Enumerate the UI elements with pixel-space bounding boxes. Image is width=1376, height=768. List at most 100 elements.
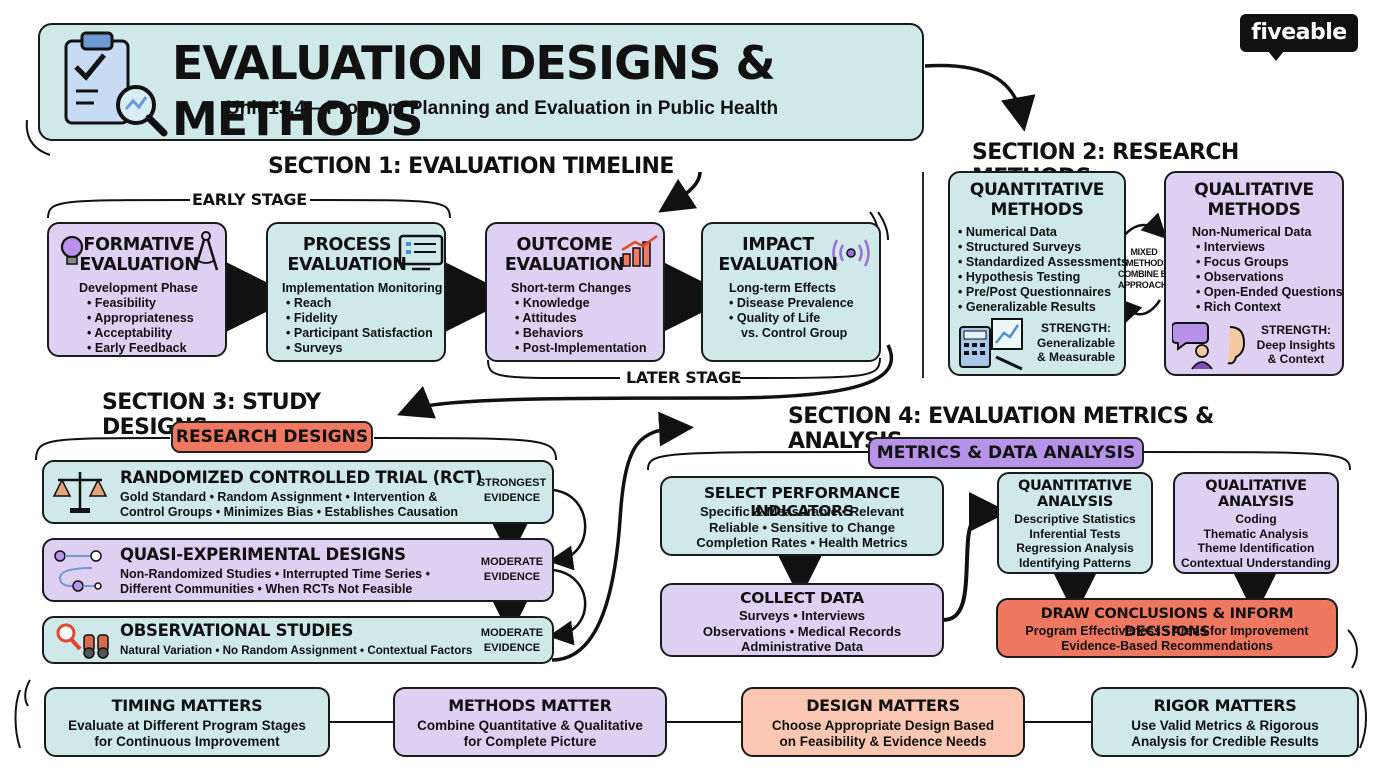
list-item: Fidelity [286, 311, 447, 326]
qualitative-analysis-card: QUALITATIVE ANALYSIS Coding Thematic Ana… [1173, 472, 1339, 574]
list-item: Theme Identification [1197, 541, 1315, 555]
footer-methods-matter: METHODS MATTER Combine Quantitative & Qu… [393, 687, 667, 757]
list-item: Hypothesis Testing [958, 270, 1130, 285]
design-quasi-title: QUASI-EXPERIMENTAL DESIGNS [120, 545, 406, 564]
section3-bracket [35, 437, 557, 461]
section4-bracket [647, 451, 1351, 471]
stage-formative-title-2: EVALUATION [79, 255, 199, 275]
stage-formative-title-1: FORMATIVE [83, 235, 195, 255]
qual-strength-label: STRENGTH: [1261, 323, 1331, 337]
design-observational-evidence-1: MODERATE [480, 627, 544, 639]
footer-methods-line-1: Combine Quantitative & Qualitative [417, 718, 643, 733]
qual-methods-lead: Non-Numerical Data [1192, 225, 1312, 239]
footer-methods-line-2: for Complete Picture [463, 734, 597, 749]
draw-conclusions-card: DRAW CONCLUSIONS & INFORM DECISIONS Prog… [996, 598, 1338, 658]
quant-analysis-title-1: QUANTITATIVE [1018, 478, 1132, 494]
design-rct-evidence-2: EVIDENCE [483, 492, 541, 504]
list-item: Open-Ended Questions [1196, 285, 1347, 300]
list-item: Focus Groups [1196, 255, 1347, 270]
list-item: Disease Prevalence [729, 296, 879, 311]
quantitative-analysis-card: QUANTITATIVE ANALYSIS Descriptive Statis… [997, 472, 1153, 574]
list-item: Rich Context [1196, 300, 1347, 315]
list-item: Surveys [286, 341, 447, 356]
stage-formative: FORMATIVE EVALUATION Development Phase F… [47, 222, 227, 357]
list-item: Pre/Post Questionnaires [958, 285, 1130, 300]
collect-data-line-3: Administrative Data [740, 639, 864, 654]
research-designs-tag: RESEARCH DESIGNS [171, 421, 373, 453]
list-item: Participant Satisfaction [286, 326, 447, 341]
list-item: Interviews [1196, 240, 1347, 255]
footer-design-line-2: on Feasibility & Evidence Needs [779, 734, 987, 749]
brand-name: fiveable [1251, 20, 1347, 45]
design-rct-line-1: Gold Standard • Random Assignment • Inte… [120, 490, 438, 504]
arrow-section3-to-section4 [551, 411, 694, 662]
list-item: Knowledge [515, 296, 666, 311]
stage-impact-extra: vs. Control Group [741, 326, 848, 340]
design-curve-1 [548, 488, 587, 571]
draw-conclusions-title: DRAW CONCLUSIONS & INFORM DECISIONS [1040, 606, 1294, 640]
list-item: Standardized Assessments [958, 255, 1130, 270]
collect-data-card: COLLECT DATA Surveys • Interviews Observ… [660, 583, 944, 657]
qualitative-methods-card: QUALITATIVE METHODS Non-Numerical Data I… [1164, 171, 1344, 376]
select-indicators-card: SELECT PERFORMANCE INDICATORS Specific &… [660, 476, 944, 556]
stage-process-title-2: EVALUATION [287, 255, 407, 275]
list-item: Generalizable Results [958, 300, 1130, 315]
stage-outcome-title-1: OUTCOME [516, 235, 613, 255]
clipboard-magnifier-icon [64, 31, 168, 137]
design-rct-line-2: Control Groups • Minimizes Bias • Establ… [120, 505, 458, 519]
quant-analysis-title-2: ANALYSIS [1037, 494, 1113, 510]
brand-logo[interactable]: fiveable [1240, 14, 1358, 52]
list-item: Regression Analysis [1016, 541, 1134, 555]
design-quasi-evidence-2: EVIDENCE [483, 571, 541, 583]
qual-methods-title-2: METHODS [1207, 200, 1301, 220]
nodes-flow-icon [54, 550, 102, 592]
calculator-chart-icon [959, 318, 1023, 371]
list-item: Inferential Tests [1029, 526, 1121, 541]
stage-impact-title-2: EVALUATION [718, 255, 838, 275]
magnifier-binoculars-icon [56, 623, 109, 659]
footer-rigor-matters: RIGOR MATTERS Use Valid Metrics & Rigoro… [1091, 687, 1359, 757]
compass-icon [193, 231, 219, 271]
brand-logo-tail [1268, 51, 1284, 61]
quant-methods-title-1: QUANTITATIVE [969, 180, 1105, 200]
list-item: Behaviors [515, 326, 666, 341]
design-quasi-line-1: Non-Randomized Studies • Interrupted Tim… [120, 567, 430, 581]
qual-strength-line-2: & Context [1267, 352, 1325, 366]
design-rct-evidence-1: STRONGEST [477, 477, 547, 489]
design-observational-title: OBSERVATIONAL STUDIES [120, 621, 354, 640]
sketch-stroke-footer-right [1359, 689, 1367, 749]
page-subtitle: Unit 13.4 – Program Planning and Evaluat… [226, 98, 779, 119]
mixed-methods-line-4: APPROACHES [1118, 280, 1179, 290]
stage-impact-title-1: IMPACT [742, 235, 814, 255]
footer-timing-title: TIMING MATTERS [111, 696, 263, 715]
bar-chart-up-icon [621, 234, 658, 267]
sketch-stroke-header [25, 119, 51, 156]
section1-title: SECTION 1: EVALUATION TIMELINE [268, 154, 674, 179]
stage-outcome-sub: Short-term Changes [511, 281, 632, 295]
list-item: Numerical Data [958, 225, 1130, 240]
page-title: EVALUATION DESIGNS & METHODS [172, 36, 776, 146]
stage-impact: IMPACT EVALUATION Long-term Effects Dise… [701, 222, 881, 362]
design-observational: OBSERVATIONAL STUDIES Natural Variation … [42, 616, 554, 664]
stage-process-title-1: PROCESS [302, 235, 392, 255]
select-indicators-title: SELECT PERFORMANCE INDICATORS [703, 484, 901, 520]
mixed-methods-line-1: MIXED [1130, 247, 1158, 257]
footer-timing-line-2: for Continuous Improvement [94, 734, 280, 749]
list-item: Descriptive Statistics [1014, 512, 1136, 526]
lightbulb-icon [60, 235, 84, 265]
collect-data-line-2: Observations • Medical Records [702, 623, 902, 639]
qual-methods-title-1: QUALITATIVE [1194, 180, 1314, 200]
footer-timing-line-1: Evaluate at Different Program Stages [68, 718, 306, 733]
design-observational-line-1: Natural Variation • No Random Assignment… [120, 644, 473, 657]
design-quasi-line-2: Different Communities • When RCTs Not Fe… [120, 582, 413, 596]
footer-rigor-line-2: Analysis for Credible Results [1131, 734, 1319, 749]
select-indicators-line-1: Specific & Measurable • Relevant [700, 504, 904, 519]
list-item: Reach [286, 296, 447, 311]
list-item: Early Feedback [87, 341, 229, 356]
speech-person-ear-icon [1172, 322, 1246, 370]
qual-strength-line-1: Deep Insights [1256, 337, 1336, 352]
later-stage-bracket [487, 357, 881, 380]
mixed-methods-line-3: COMBINE BOTH [1118, 269, 1185, 279]
collect-data-line-1: Surveys • Interviews [739, 608, 865, 623]
